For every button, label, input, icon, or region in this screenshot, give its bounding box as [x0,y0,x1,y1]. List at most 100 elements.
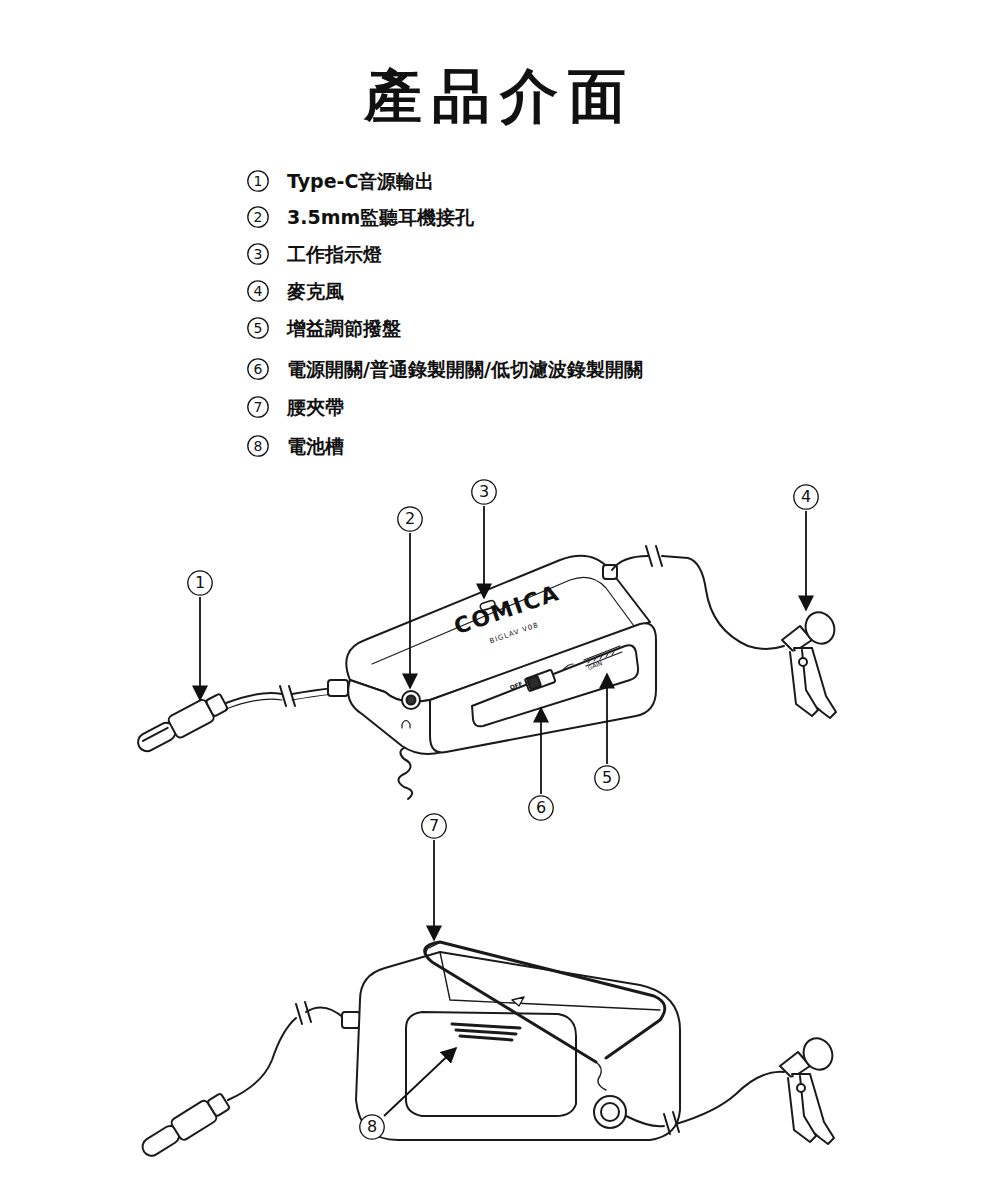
grip-lines [452,1024,520,1040]
callout-number: 7 [421,813,447,839]
battery-door [406,1012,576,1116]
callout-number-text: 3 [247,243,269,265]
part-name: 麥克風 [287,282,344,301]
plug-strain-relief [205,693,228,716]
circle-outline-shape [248,436,268,456]
receiver-back-view [138,942,838,1162]
device-front-face [430,623,656,752]
leader-arrow [540,708,542,794]
headphone-jack-hole [407,696,416,705]
mic-cable [612,556,784,649]
list-number-circle: 4 [247,280,269,302]
mic-clip [790,650,818,716]
plug-strain-relief [207,1093,230,1117]
device-marking: OFF [509,681,524,691]
part-name: 增益調節撥盤 [287,319,401,338]
clip-pivot [799,658,807,666]
circle-outline-shape [248,359,268,379]
open-arrow-mark [512,997,524,1006]
callout-number: 3 [471,479,497,505]
plug-detail [143,728,168,741]
callout-number-text: 1 [247,170,269,192]
lavalier-mic [782,608,839,718]
callout-number-text: 6 [247,358,269,380]
mic-head [799,1034,838,1075]
device-edge [440,952,660,1010]
cable-collar [342,1012,360,1028]
lavalier-mic [780,1034,837,1144]
list-number-circle: 1 [247,170,269,192]
circle-outline-shape [422,814,446,838]
list-number-circle: 7 [247,396,269,418]
part-name: 電池槽 [287,437,344,456]
callout-number-text: 5 [247,317,269,339]
cable-break-mark [296,1002,311,1024]
low-cut-symbol [563,664,573,670]
callout-number-text: 3 [471,479,497,505]
device-marking: GAIN [587,660,603,671]
callout-number: 6 [528,795,554,821]
callout-number-text: 8 [247,435,269,457]
callout-number-text: 1 [187,570,213,596]
device-end-cap [348,680,442,754]
headphone-symbol [402,721,410,729]
callout-number-text: 5 [594,765,620,791]
control-panel [472,645,638,726]
device-body [356,952,680,1140]
cable-break-mark [280,686,295,706]
clip-coil [426,942,440,962]
cable-break-mark [646,546,662,566]
callout-number-text: 7 [247,396,269,418]
circle-outline-shape [398,507,422,531]
device-edge [372,577,634,664]
leader-arrow [199,597,201,700]
callout-number: 5 [594,765,620,791]
type-c-plug [133,691,229,757]
circle-outline-shape [595,766,619,790]
callout-number-text: 6 [528,795,554,821]
circle-outline-shape [529,796,553,820]
callout-number-text: 2 [397,506,423,532]
type-c-plug [138,1091,232,1162]
switch-knob [527,676,541,690]
part-name: 電源開關/普通錄製開關/低切濾波錄製開關 [287,360,643,379]
circle-outline-shape [248,171,268,191]
circle-outline-shape [472,480,496,504]
clip-pivot [797,1084,805,1092]
circle-outline-shape [248,397,268,417]
part-name: 腰夾帶 [287,398,344,417]
callout-number: 4 [793,484,819,510]
part-name: 3.5mm監聽耳機接孔 [287,208,474,227]
clip-coil [596,1062,606,1090]
circle-outline-shape [248,281,268,301]
list-number-circle: 3 [247,243,269,265]
leader-lines [200,506,806,1116]
receiver-top-view [133,546,839,799]
circle-outline-shape [794,485,818,509]
circle-outline-shape [248,318,268,338]
leader-arrow [606,674,608,764]
mic-clip [788,1076,816,1142]
circle-outline-shape [360,1115,384,1139]
usb-cable [228,1008,346,1101]
leader-arrow [483,506,485,598]
belt-clip [425,942,665,1062]
list-number-circle: 8 [247,435,269,457]
list-number-circle: 5 [247,317,269,339]
callout-number-text: 4 [247,280,269,302]
mic-head [801,608,840,649]
callout-number-text: 8 [359,1114,385,1140]
leader-arrow [433,840,435,940]
usb-cable [226,694,334,709]
mic-connector [594,1096,626,1128]
callout-number-text: 4 [793,484,819,510]
mic-cable [626,1072,784,1126]
circle-outline-shape [188,571,212,595]
list-number-circle: 2 [247,206,269,228]
callout-number: 2 [397,506,423,532]
callout-number: 1 [187,570,213,596]
coiled-wire [398,745,412,799]
headphone-jack [402,691,420,709]
cable-break-mark [664,1112,679,1134]
